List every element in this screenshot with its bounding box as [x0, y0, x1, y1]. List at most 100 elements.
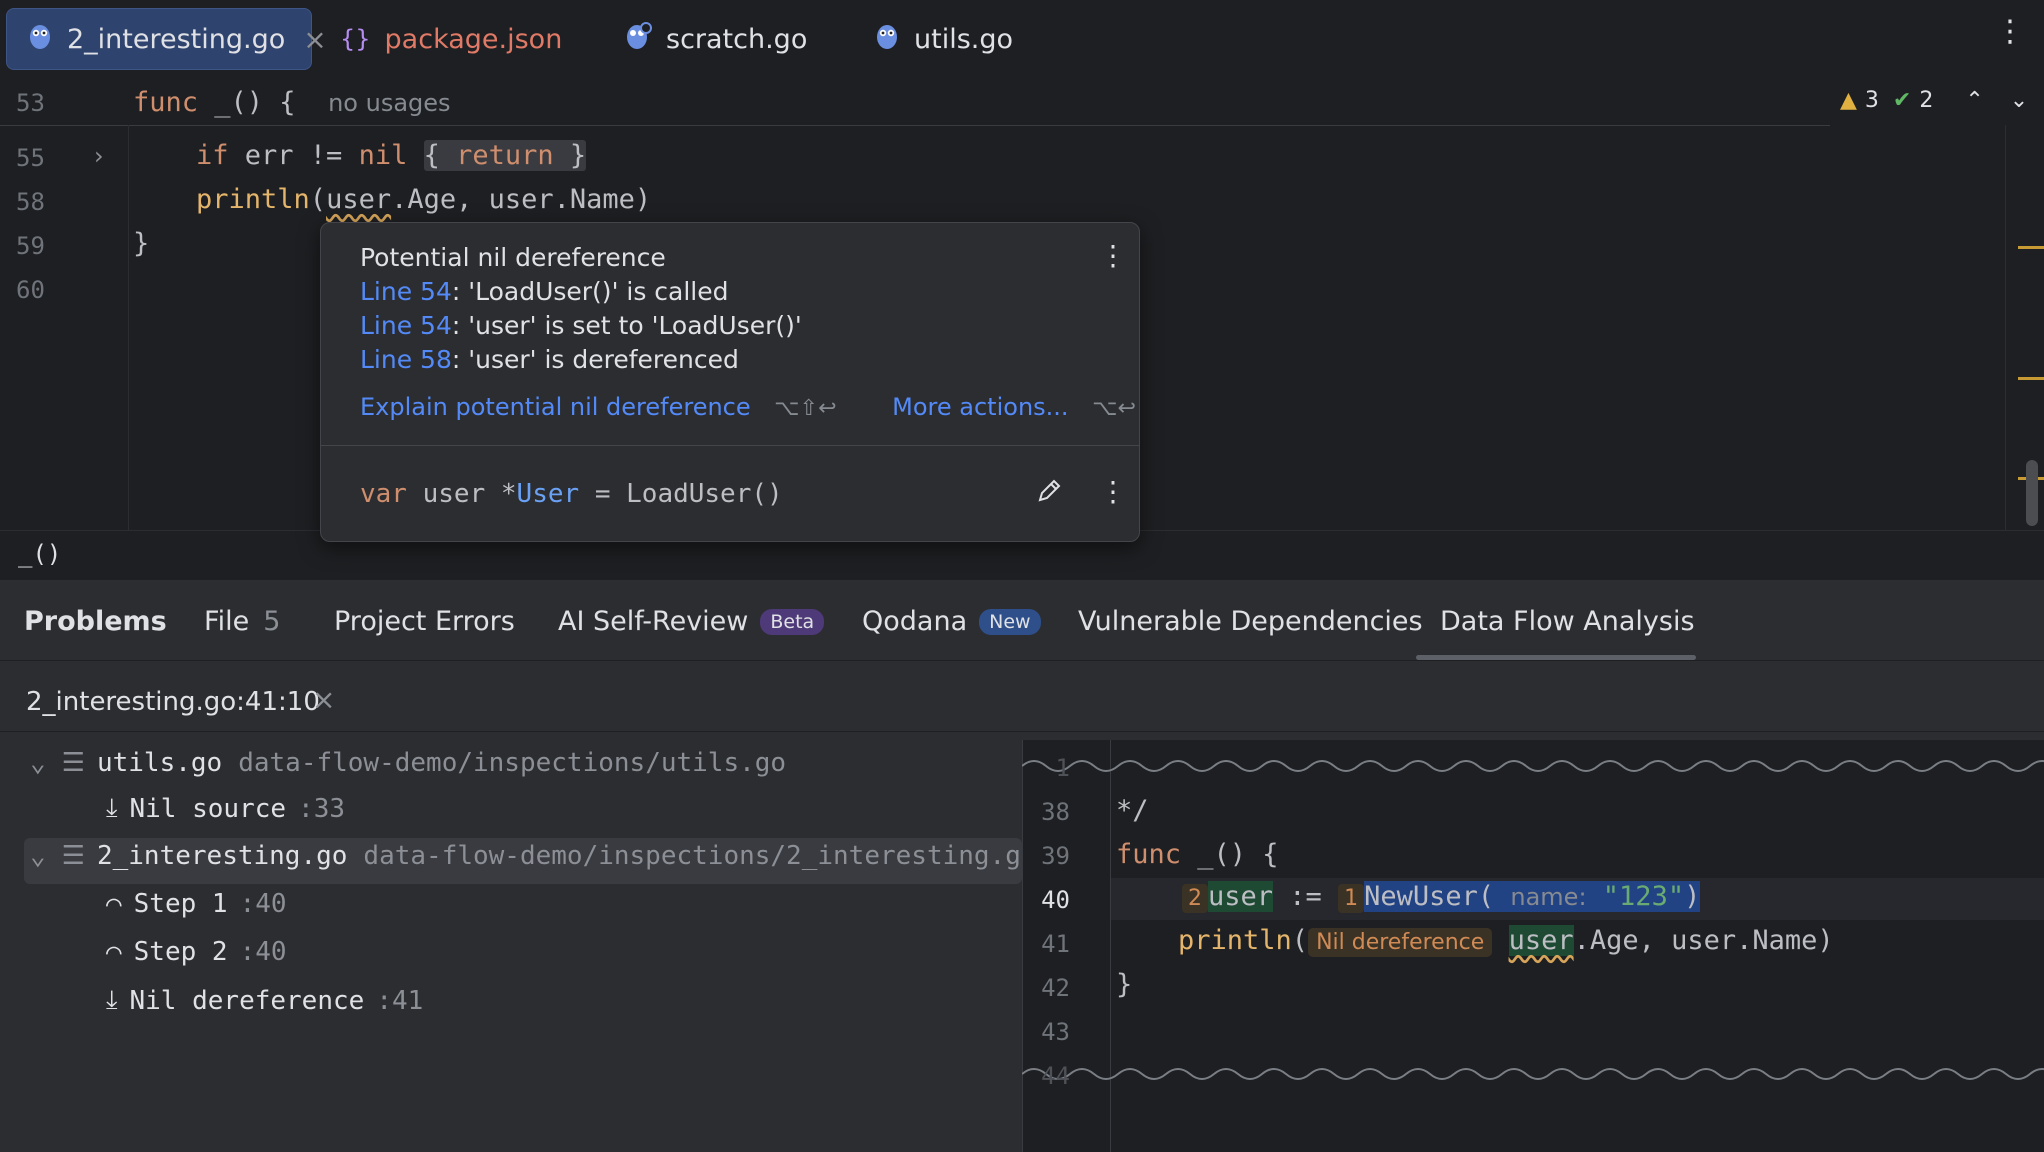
step-2-marker: 2 — [1182, 884, 1208, 913]
tree-step-node[interactable]: ⌒ Step 2:40 — [106, 937, 287, 967]
nil-dereference-chip: Nil dereference — [1308, 928, 1493, 957]
tab-label: utils.go — [914, 23, 1014, 55]
editor-scrollbar[interactable] — [2026, 460, 2038, 526]
breadcrumb-item[interactable]: _() — [18, 540, 62, 568]
step-trend-icon: ⌒ — [106, 889, 122, 919]
inspection-popup: Potential nil dereference ⋮ Line 54: 'Lo… — [320, 222, 1140, 542]
gopher-icon — [27, 22, 53, 57]
code-line: println(Nil dereference user.Age, user.N… — [1178, 925, 1834, 957]
tab-data-flow-analysis[interactable]: Data Flow Analysis — [1440, 606, 1695, 637]
warning-stripe-mark[interactable] — [2018, 377, 2044, 380]
chevron-down-icon[interactable]: ⌄ — [30, 841, 46, 871]
line-number: 58 — [16, 188, 45, 216]
chevron-down-icon[interactable]: ⌄ — [30, 748, 46, 778]
code-line: if err != nil { return } — [196, 140, 587, 171]
popup-divider — [321, 445, 1139, 446]
line-number: 55 — [16, 144, 45, 172]
inlay-hint: no usages — [328, 89, 451, 117]
active-tab-indicator — [1416, 655, 1696, 660]
gutter-divider — [128, 125, 129, 530]
tree-step-node[interactable]: ⌒ Step 1:40 — [106, 889, 287, 919]
new-badge: New — [979, 608, 1041, 635]
line-number: 1 — [1055, 754, 1070, 782]
tab-package-json[interactable]: {} package.json — [340, 8, 562, 70]
chevron-up-icon[interactable]: ⌃ — [1965, 88, 1984, 113]
more-vertical-icon[interactable]: ⋮ — [1099, 239, 1127, 272]
warning-icon: ▲ — [1840, 88, 1857, 113]
tree-step-node[interactable]: ⤓ Nil source:33 — [106, 793, 346, 824]
code-line: func _() { — [1116, 839, 1279, 870]
close-icon[interactable]: × — [303, 22, 327, 56]
tab-utils-go[interactable]: utils.go — [874, 8, 1013, 70]
shortcut-hint: ⌥⇧↩ — [774, 396, 837, 421]
tree-step-node[interactable]: ⤓ Nil dereference:41 — [106, 985, 424, 1016]
ok-count: 2 — [1919, 88, 1934, 113]
sticky-lines-divider — [0, 125, 1830, 126]
tab-project-errors[interactable]: Project Errors — [334, 606, 515, 637]
beta-badge: Beta — [760, 608, 825, 635]
problems-tab-bar — [0, 580, 2044, 661]
check-icon: ✔ — [1892, 88, 1912, 113]
arrow-down-to-line-icon: ⤓ — [106, 985, 118, 1015]
file-lines-icon: ☰ — [61, 748, 85, 778]
explain-nil-dereference-link[interactable]: Explain potential nil dereference — [360, 393, 751, 421]
line-number: 43 — [1041, 1018, 1070, 1046]
flow-step: Line 54: 'user' is set to 'LoadUser()' — [360, 311, 802, 340]
tab-label: package.json — [384, 23, 563, 55]
more-vertical-icon[interactable]: ⋮ — [1995, 14, 2025, 49]
line-link[interactable]: Line 54 — [360, 311, 452, 340]
code-line: println(user.Age, user.Name) — [196, 184, 652, 215]
arrow-down-to-line-icon: ⤓ — [106, 793, 118, 823]
line-link[interactable]: Line 54 — [360, 277, 452, 306]
line-number: 38 — [1041, 798, 1070, 826]
line-number: 41 — [1041, 930, 1070, 958]
fold-chevron-right-icon[interactable]: › — [94, 142, 104, 170]
step-trend-icon: ⌒ — [106, 937, 122, 967]
line-number: 60 — [16, 276, 45, 304]
pencil-icon[interactable] — [1035, 477, 1063, 509]
tree-selection — [24, 838, 1022, 884]
fold-wavy-top — [1022, 760, 2044, 772]
close-icon[interactable]: × — [312, 683, 336, 716]
popup-actions: Explain potential nil dereference ⌥⇧↩ Mo… — [360, 393, 1136, 421]
code-line: } — [1116, 969, 1133, 1000]
gopher-icon — [874, 22, 900, 57]
more-actions-link[interactable]: More actions... — [892, 393, 1069, 421]
line-number: 44 — [1041, 1062, 1070, 1090]
code-line: } — [133, 228, 150, 259]
tab-label: 2_interesting.go — [67, 23, 286, 55]
flow-step: Line 54: 'LoadUser()' is called — [360, 277, 729, 306]
inspection-widget[interactable]: ▲ 3 ✔ 2 ⌃ ⌄ — [1840, 88, 2028, 113]
shortcut-hint: ⌥↩ — [1092, 396, 1136, 421]
subtab-label: 2_interesting.go:41:10 — [26, 687, 320, 717]
tab-scratch-go[interactable]: scratch.go — [624, 8, 807, 70]
gopher-scratch-icon — [624, 21, 652, 57]
line-link[interactable]: Line 58 — [360, 345, 452, 374]
analysis-subtab[interactable]: 2_interesting.go:41:10 × — [0, 661, 2044, 732]
warning-stripe-mark[interactable] — [2018, 246, 2044, 249]
tab-vulnerable-dependencies[interactable]: Vulnerable Dependencies — [1078, 606, 1423, 637]
error-stripe-divider — [2005, 125, 2006, 530]
popup-title: Potential nil dereference — [360, 243, 666, 272]
chevron-down-icon[interactable]: ⌄ — [2009, 88, 2029, 113]
file-lines-icon: ☰ — [61, 841, 85, 871]
more-vertical-icon[interactable]: ⋮ — [1099, 475, 1127, 508]
param-hint: name: — [1510, 883, 1587, 911]
line-number: 42 — [1041, 974, 1070, 1002]
tab-problems[interactable]: Problems — [24, 606, 167, 637]
declaration-preview: var user *User = LoadUser() — [360, 479, 783, 509]
tab-label: scratch.go — [666, 23, 808, 55]
fold-wavy-bottom — [1022, 1068, 2044, 1080]
editor-tab-bar: 2_interesting.go × {} package.json scrat… — [0, 0, 2044, 76]
tab-2-interesting-go[interactable]: 2_interesting.go × — [6, 8, 327, 70]
json-braces-icon: {} — [340, 25, 371, 53]
preview-gutter-divider — [1110, 740, 1111, 1152]
line-number: 59 — [16, 232, 45, 260]
